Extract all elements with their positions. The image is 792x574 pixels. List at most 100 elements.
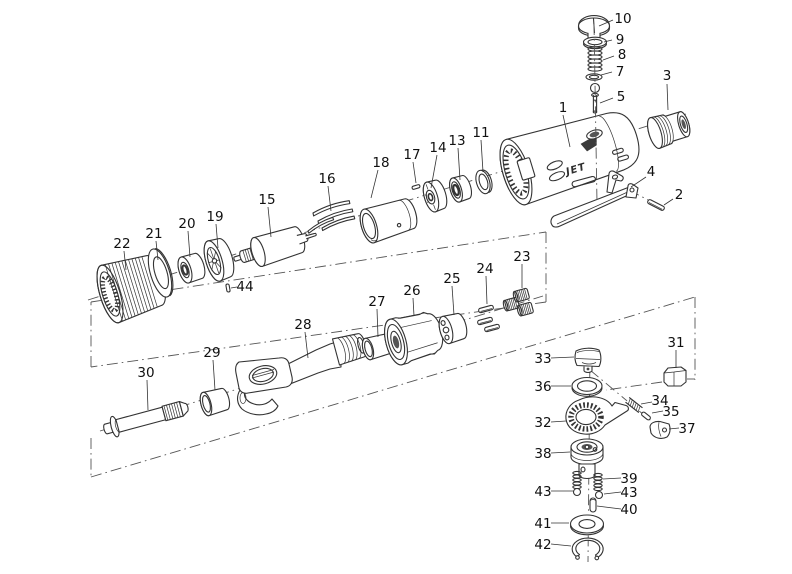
part-37-pawl	[649, 420, 671, 439]
leader-line-38	[550, 451, 571, 454]
part-label-7: 7	[616, 64, 625, 80]
part-34-pawl-spring	[625, 397, 643, 413]
leader-line-11	[480, 139, 484, 173]
part-28-ratchet-yoke-housing	[235, 333, 367, 416]
leader-line-13	[457, 147, 461, 181]
zone1-phantom-border	[90, 231, 547, 368]
part-29-bushing	[199, 387, 231, 417]
part-1-motor-housing: JET	[499, 112, 640, 206]
part-label-24: 24	[476, 261, 493, 277]
part-label-8: 8	[618, 47, 627, 63]
part-26-coupling-nut	[384, 311, 444, 366]
leader-line-22	[123, 250, 127, 271]
part-label-35: 35	[662, 404, 679, 420]
part-label-32: 32	[534, 415, 551, 431]
part-42-retaining-ring	[571, 537, 604, 561]
part-25-gear-carrier	[438, 313, 468, 345]
part-21-washer	[147, 248, 174, 298]
leader-line-33	[550, 356, 575, 359]
leader-line-44	[230, 286, 238, 289]
part-9-washer	[582, 36, 608, 50]
part-label-42: 42	[534, 537, 551, 553]
leader-line-16	[327, 185, 332, 212]
part-label-9: 9	[616, 32, 625, 48]
part-13-bearing	[449, 175, 473, 203]
part-label-13: 13	[448, 133, 465, 149]
part-label-3: 3	[663, 68, 672, 84]
zone2-phantom-border	[90, 296, 696, 478]
leader-line-1	[562, 114, 571, 148]
part-label-30: 30	[137, 365, 154, 381]
leader-line-8	[602, 55, 615, 61]
part-3-inlet-bushing	[647, 111, 691, 149]
part-39-detent-springs	[572, 470, 603, 492]
part-4-throttle-lever	[550, 170, 639, 228]
part-33-reverse-knob	[574, 347, 602, 374]
part-36-washer	[571, 376, 603, 397]
part-label-43: 43	[620, 485, 637, 501]
leader-line-2	[663, 198, 674, 206]
part-label-44: 44	[236, 279, 253, 295]
part-label-17: 17	[403, 147, 420, 163]
part-label-29: 29	[203, 345, 220, 361]
leader-line-7	[600, 71, 613, 76]
part-15-rotor	[233, 226, 317, 268]
part-41-washer	[569, 514, 605, 536]
valve-axis-centerline	[593, 23, 598, 204]
part-16-rotor-blades	[307, 200, 356, 234]
part-label-43: 43	[534, 484, 551, 500]
leader-line-42	[550, 543, 572, 547]
leader-line-30	[146, 379, 149, 411]
leader-line-28	[304, 331, 309, 359]
part-label-19: 19	[206, 209, 223, 225]
part-label-38: 38	[534, 446, 551, 462]
leader-line-15	[267, 206, 272, 238]
part-label-39: 39	[620, 471, 637, 487]
part-23-planet-gears	[502, 287, 534, 317]
part-label-36: 36	[534, 379, 551, 395]
leader-line-10	[598, 19, 614, 27]
part-31-drive-adapter	[663, 366, 687, 387]
part-32-ratchet-gear	[565, 396, 629, 435]
drive-adapter-link-line	[605, 381, 663, 391]
part-20-bearing	[177, 252, 206, 284]
part-label-26: 26	[403, 283, 420, 299]
leader-line-29	[212, 359, 216, 391]
part-label-33: 33	[534, 351, 551, 367]
leader-line-19	[215, 223, 219, 249]
part-label-21: 21	[145, 226, 162, 242]
part-7-washer-small	[585, 73, 603, 81]
part-2-lever-pin	[647, 199, 665, 211]
leader-line-4	[630, 176, 647, 188]
part-label-16: 16	[318, 171, 335, 187]
part-11-o-ring	[475, 169, 493, 195]
part-label-20: 20	[178, 216, 195, 232]
leader-line-9	[603, 39, 613, 43]
part-label-14: 14	[429, 140, 446, 156]
leader-line-27	[376, 308, 379, 338]
part-label-5: 5	[617, 89, 626, 105]
part-label-1: 1	[559, 100, 568, 116]
part-35-pawl-pin	[641, 411, 651, 421]
part-43-detent-balls	[572, 487, 604, 500]
leader-line-34	[640, 401, 653, 405]
part-label-41: 41	[534, 516, 551, 532]
part-label-40: 40	[620, 502, 637, 518]
part-label-28: 28	[294, 317, 311, 333]
part-38-drive-bushing	[570, 438, 604, 480]
leader-line-35	[651, 410, 664, 414]
part-label-31: 31	[667, 335, 684, 351]
leader-line-3	[666, 83, 669, 111]
part-label-18: 18	[372, 155, 389, 171]
leader-line-40	[596, 505, 622, 510]
part-label-15: 15	[258, 192, 275, 208]
part-18-cylinder	[359, 198, 418, 244]
part-label-22: 22	[113, 236, 130, 252]
part-label-2: 2	[675, 187, 684, 203]
part-44-pin	[225, 283, 231, 293]
leader-line-37	[668, 427, 680, 430]
leader-line-43	[603, 491, 622, 495]
part-19-rear-end-plate	[203, 238, 235, 282]
leader-line-20	[187, 230, 191, 258]
